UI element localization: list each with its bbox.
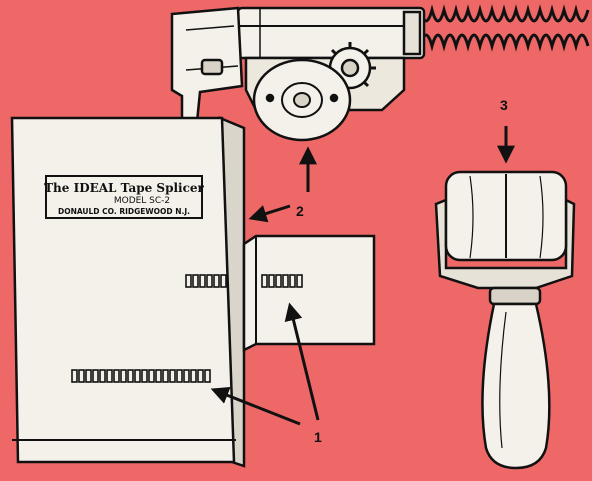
nameplate: The IDEAL Tape Splicer MODEL SC-2 DONAUL…	[44, 176, 204, 218]
nut	[202, 60, 222, 74]
callout-number-1: 1	[314, 429, 322, 445]
callout-number-2: 2	[296, 203, 304, 219]
body-front	[12, 118, 234, 462]
nameplate-maker: DONAULD CO. RIDGEWOOD N.J.	[58, 207, 190, 216]
shaft-housing	[238, 8, 424, 58]
roller-collar	[490, 288, 540, 304]
nameplate-model: MODEL SC-2	[114, 196, 170, 206]
side-tape-block	[244, 236, 374, 350]
splicer-body: The IDEAL Tape Splicer MODEL SC-2 DONAUL…	[12, 118, 244, 466]
cutter-wheel	[254, 60, 350, 140]
roller-handle	[482, 304, 549, 468]
nameplate-title: The IDEAL Tape Splicer	[44, 181, 204, 195]
callout-number-3: 3	[500, 97, 508, 113]
